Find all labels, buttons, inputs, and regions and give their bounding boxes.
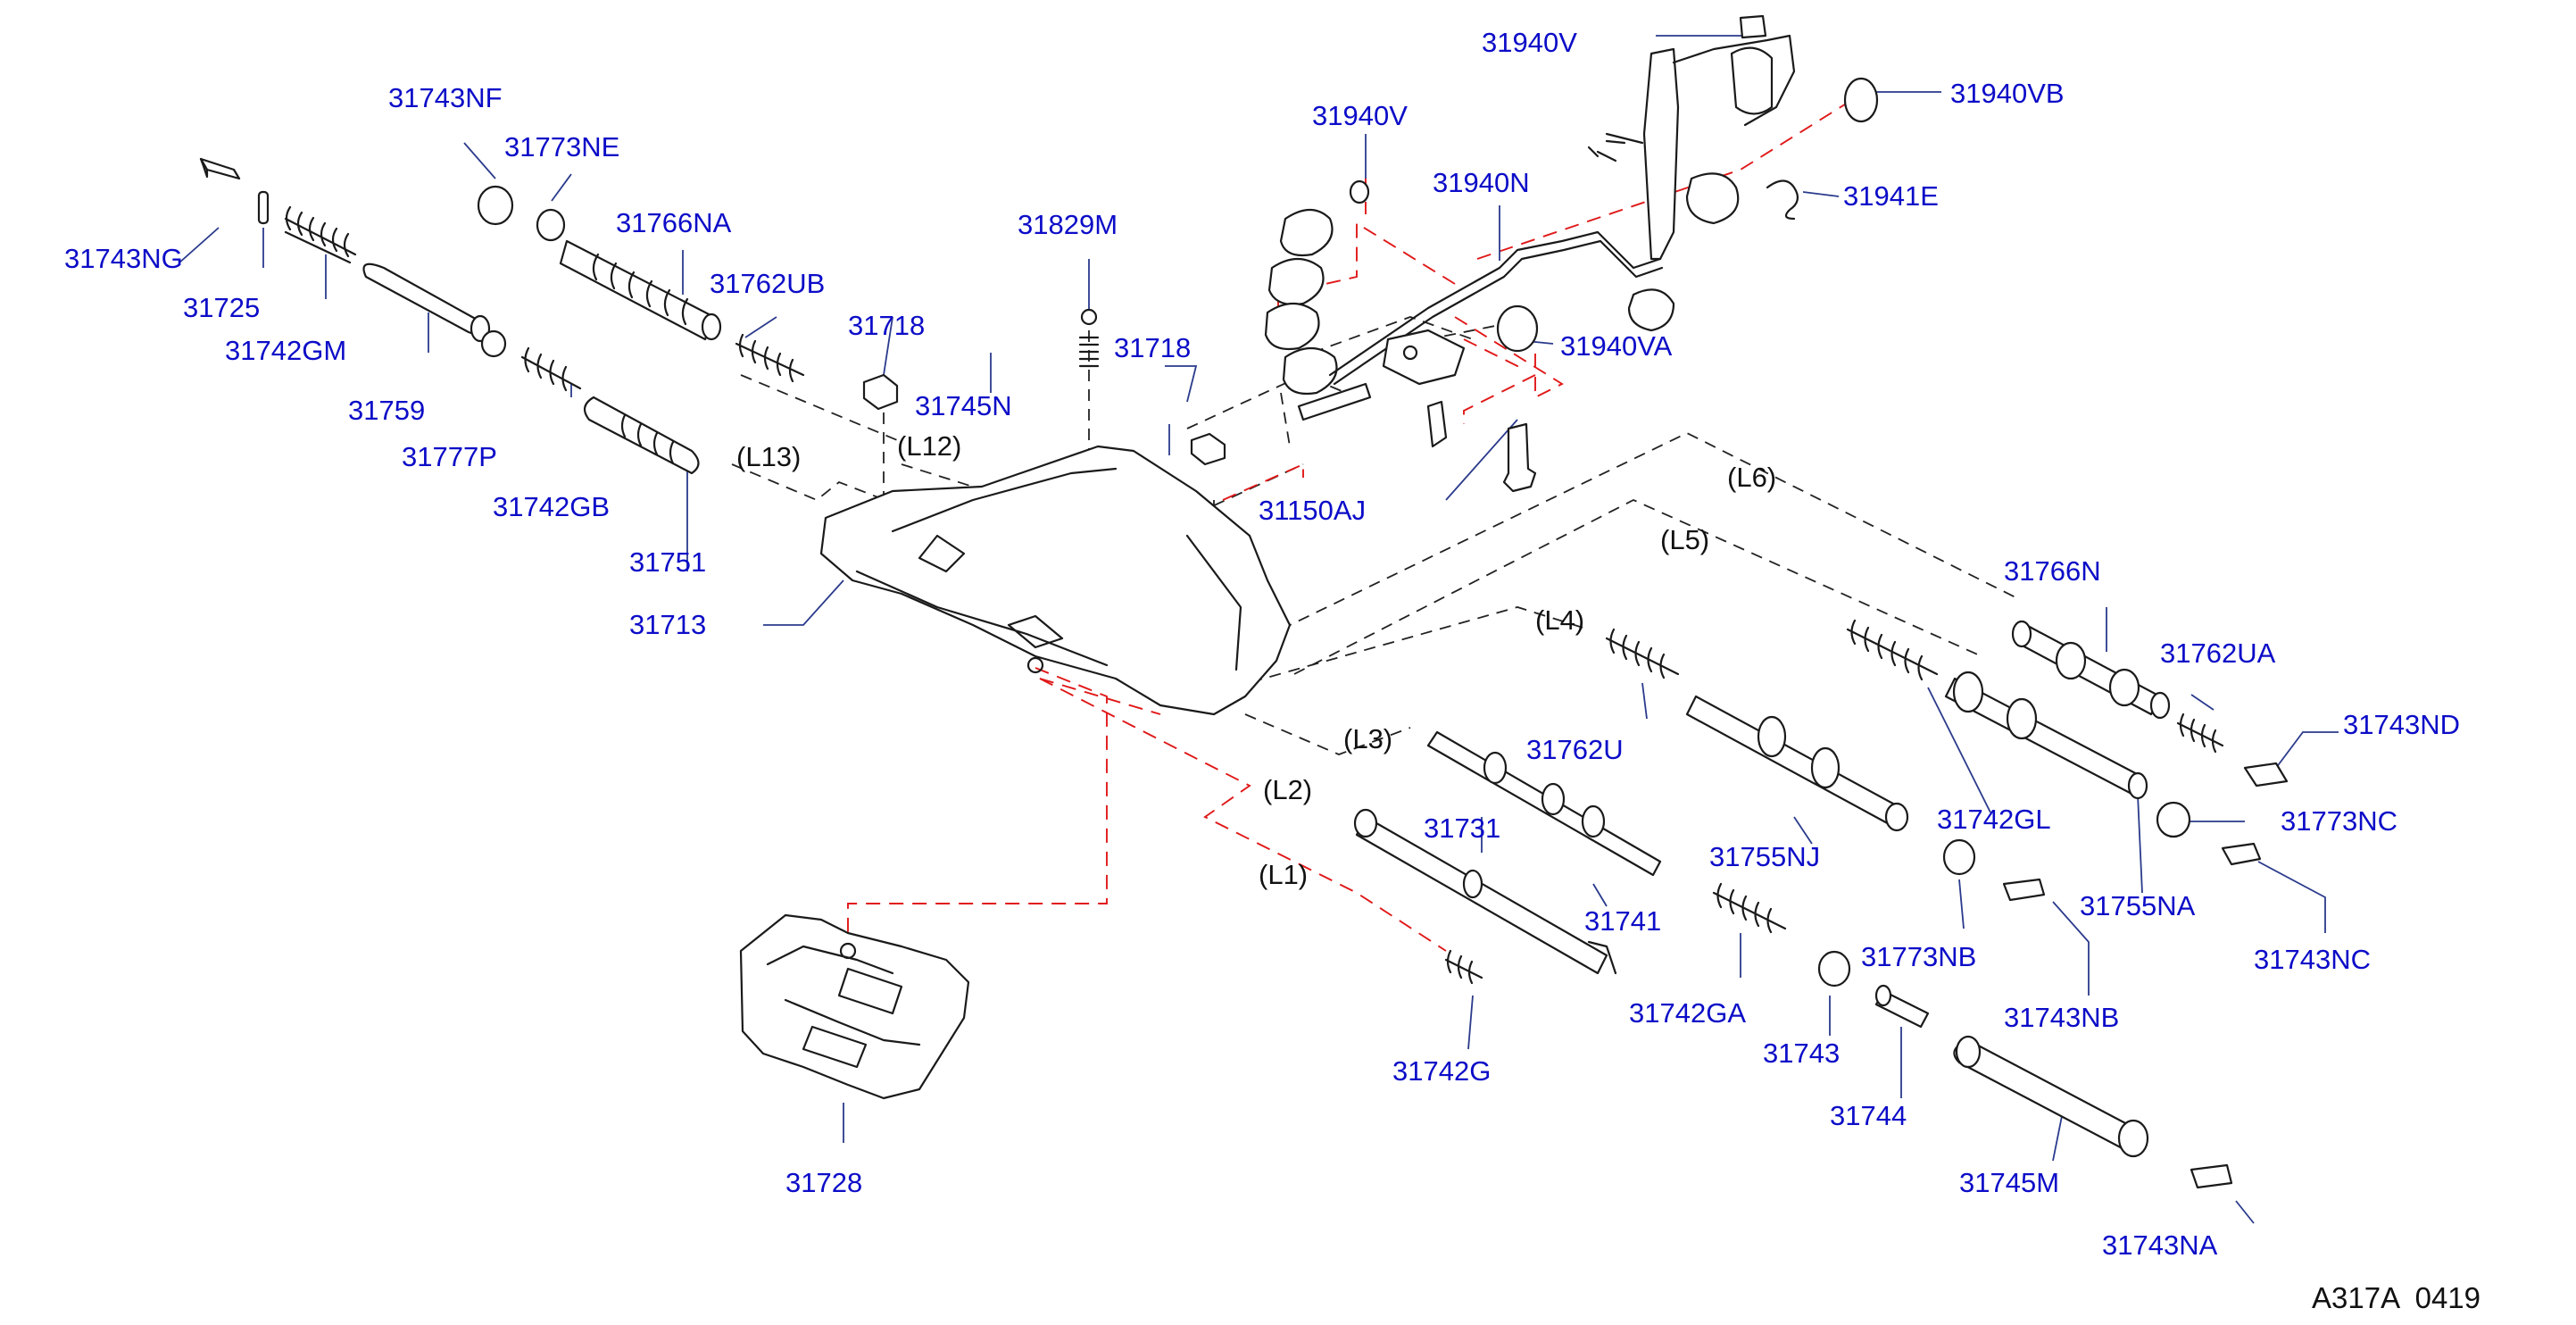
label-31743NA: 31743NA [2102, 1229, 2218, 1261]
separator-plate-31713 [819, 445, 1292, 716]
label-31713: 31713 [629, 609, 706, 640]
label-31759: 31759 [348, 395, 425, 426]
line-label-L12: (L12) [897, 430, 961, 462]
label-31940VA: 31940VA [1560, 330, 1673, 362]
label-31751: 31751 [629, 546, 706, 578]
gasket-31728 [739, 913, 970, 1100]
part-labels: 31940V 31940VB 31743NF 31940V 31773NE 31… [64, 27, 2460, 1261]
label-31743NF: 31743NF [388, 82, 503, 113]
label-31773NB: 31773NB [1861, 941, 1976, 972]
label-31744: 31744 [1830, 1100, 1907, 1131]
valve-31766NA [559, 239, 722, 341]
part-drawings [199, 14, 2289, 1189]
label-31728: 31728 [785, 1167, 862, 1198]
label-31762U: 31762U [1526, 734, 1624, 765]
diagram-code: A317A 0419 [2312, 1281, 2480, 1314]
label-31743NC: 31743NC [2254, 944, 2371, 975]
label-31777P: 31777P [402, 441, 497, 472]
line-label-L3: (L3) [1343, 723, 1392, 754]
line-label-L2: (L2) [1263, 774, 1312, 805]
leader-lines [178, 35, 2339, 1224]
label-31940V-left: 31940V [1312, 100, 1408, 131]
solenoid-harness-31940N [1264, 34, 1796, 396]
label-31940VB: 31940VB [1950, 78, 2065, 109]
label-31742G: 31742G [1392, 1055, 1491, 1087]
label-31725: 31725 [183, 292, 260, 323]
label-31755NA: 31755NA [2080, 890, 2196, 921]
label-31773NC: 31773NC [2281, 805, 2397, 837]
label-31941E: 31941E [1843, 180, 1939, 212]
label-31743NG: 31743NG [64, 243, 183, 274]
label-31940N: 31940N [1433, 167, 1530, 198]
label-31766N: 31766N [2004, 555, 2101, 587]
label-31829M: 31829M [1018, 209, 1118, 240]
line-label-L6: (L6) [1727, 462, 1776, 493]
label-31718-right: 31718 [1114, 332, 1191, 363]
red-dashed-lines [847, 73, 1849, 952]
line-label-L5: (L5) [1660, 524, 1709, 555]
line-label-L4: (L4) [1535, 604, 1584, 636]
label-31743ND: 31743ND [2343, 709, 2460, 740]
line-label-L13: (L13) [736, 441, 801, 472]
label-31940V-top: 31940V [1482, 27, 1577, 58]
line-identifiers: (L13) (L12) (L6) (L5) (L4) (L3) (L2) (L1… [736, 430, 1776, 890]
label-31718-left: 31718 [848, 310, 925, 341]
label-31742GA: 31742GA [1629, 997, 1746, 1029]
label-31745M: 31745M [1959, 1167, 2059, 1198]
label-31766NA: 31766NA [616, 207, 732, 238]
label-31743: 31743 [1763, 1038, 1840, 1069]
label-31762UB: 31762UB [710, 268, 825, 299]
line-label-L1: (L1) [1259, 859, 1308, 890]
label-31741: 31741 [1584, 905, 1661, 937]
spring-31742GM [284, 205, 357, 264]
label-31773NE: 31773NE [504, 131, 619, 162]
label-31762UA: 31762UA [2160, 638, 2276, 669]
label-31743NB: 31743NB [2004, 1002, 2119, 1033]
label-31755NJ: 31755NJ [1709, 841, 1820, 872]
label-31150AJ: 31150AJ [1259, 495, 1366, 526]
label-31731: 31731 [1424, 812, 1500, 844]
label-31742GM: 31742GM [225, 335, 346, 366]
label-31742GB: 31742GB [493, 491, 610, 522]
label-31745N: 31745N [915, 390, 1012, 421]
label-31742GL: 31742GL [1937, 804, 2051, 835]
